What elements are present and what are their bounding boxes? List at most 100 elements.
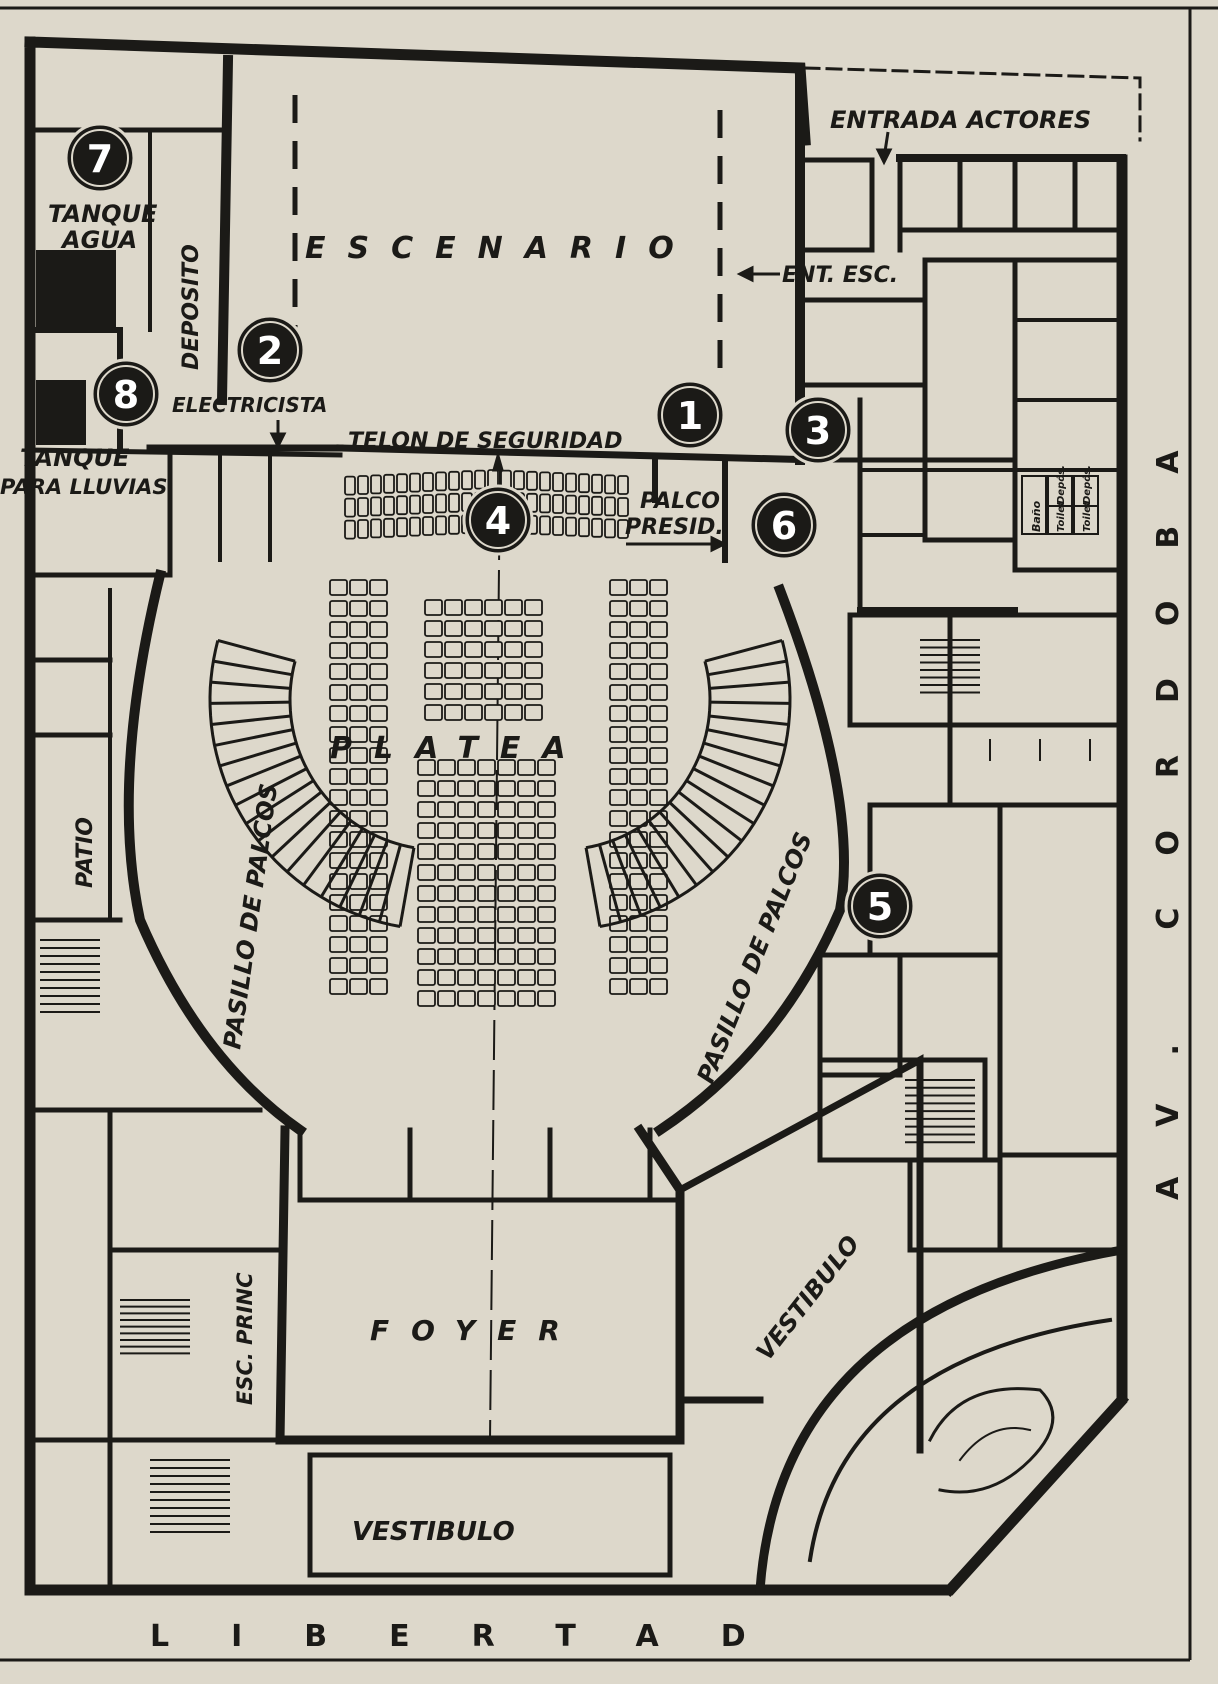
seat-left-block — [369, 789, 388, 806]
seat-center-front — [504, 620, 523, 637]
box-divider-right — [636, 827, 681, 898]
seat-center-front — [524, 662, 543, 679]
seat-right-block — [609, 663, 628, 680]
seat-center-rear — [437, 948, 456, 965]
seat-left-block — [369, 768, 388, 785]
seat-right-block — [649, 768, 668, 785]
seat-center-front — [464, 641, 483, 658]
seat-center-rear — [417, 906, 436, 923]
pit-seat — [461, 470, 473, 491]
seat-right-block — [609, 684, 628, 701]
label-tanque-agua-1: TANQUE — [48, 200, 158, 228]
box-divider-right — [598, 844, 623, 923]
marker-2: 2 — [234, 314, 306, 386]
label-palco-presid-1: PALCO — [640, 489, 720, 514]
foyer-walls — [275, 1123, 685, 1445]
box-divider-right — [685, 779, 755, 825]
seat-center-rear — [517, 969, 536, 986]
seat-center-front — [464, 662, 483, 679]
box-divider-left — [210, 700, 291, 705]
seat-center-rear — [517, 906, 536, 923]
seat-center-rear — [477, 843, 496, 860]
box-divider-left — [302, 819, 353, 887]
pit-seat — [539, 471, 551, 492]
pit-seat — [396, 473, 408, 494]
seat-center-rear — [457, 969, 476, 986]
seat-center-rear — [497, 780, 516, 797]
seat-center-rear — [457, 927, 476, 944]
pit-seat — [396, 495, 408, 516]
marker-4-number: 4 — [485, 499, 511, 543]
pit-seat — [578, 495, 590, 516]
seat-right-block — [649, 684, 668, 701]
seat-center-rear — [437, 843, 456, 860]
seat-center-rear — [517, 759, 536, 776]
pit-seat — [539, 493, 551, 514]
seat-center-front — [424, 620, 443, 637]
box-divider-left — [211, 714, 292, 726]
seat-left-block — [329, 915, 348, 932]
box-divider-left — [226, 754, 302, 788]
seat-center-rear — [517, 948, 536, 965]
pit-seat — [565, 494, 577, 515]
marker-7-number: 7 — [87, 137, 113, 181]
label-vestibulo-inf: VESTIBULO — [352, 1517, 515, 1547]
seat-center-rear — [517, 822, 536, 839]
seat-left-block — [329, 705, 348, 722]
seat-center-front — [484, 641, 503, 658]
seat-center-rear — [417, 969, 436, 986]
seat-left-block — [349, 684, 368, 701]
seat-center-front — [504, 662, 523, 679]
box-divider-right — [624, 834, 662, 908]
pit-seat — [370, 474, 382, 495]
seat-center-front — [424, 641, 443, 658]
corner-inner-curve — [807, 1317, 1113, 1563]
seat-right-block — [649, 915, 668, 932]
seat-center-rear — [417, 948, 436, 965]
seat-center-rear — [497, 948, 516, 965]
seat-center-rear — [417, 801, 436, 818]
seat-center-rear — [537, 906, 556, 923]
label-escenario: ESCENARIO — [305, 231, 696, 266]
tank-block-rain — [36, 380, 86, 445]
pit-seat — [552, 516, 564, 536]
seat-right-block — [649, 663, 668, 680]
seat-left-block — [349, 642, 368, 659]
seat-left-block — [329, 978, 348, 995]
seat-center-rear — [437, 822, 456, 839]
seat-left-block — [369, 957, 388, 974]
seat-right-block — [629, 957, 648, 974]
seat-right-block — [609, 747, 628, 764]
box-divider-left — [219, 741, 297, 768]
box-divider-right — [647, 819, 698, 887]
seat-right-block — [629, 936, 648, 953]
seat-left-block — [369, 642, 388, 659]
seat-left-block — [329, 957, 348, 974]
seat-center-rear — [457, 906, 476, 923]
seat-center-rear — [457, 864, 476, 881]
seat-center-rear — [537, 990, 556, 1007]
seat-center-rear — [437, 990, 456, 1007]
seat-right-block — [609, 579, 628, 596]
seat-center-rear — [457, 948, 476, 965]
seat-center-rear — [477, 927, 496, 944]
pit-seat — [578, 473, 590, 494]
seat-left-block — [329, 621, 348, 638]
seat-center-front — [524, 641, 543, 658]
box-divider-right — [706, 728, 786, 747]
tank-block-water — [36, 250, 116, 330]
box-divider-right — [707, 659, 787, 677]
pit-seat — [435, 471, 447, 492]
box-divider-left — [210, 680, 291, 690]
seat-center-rear — [417, 927, 436, 944]
seat-center-rear — [537, 801, 556, 818]
seat-left-block — [329, 663, 348, 680]
box-divider-right — [709, 680, 790, 690]
box-divider-right — [611, 839, 643, 916]
pit-seat — [552, 472, 564, 492]
label-bano-2: Depós. — [1081, 465, 1093, 504]
seat-center-rear — [417, 843, 436, 860]
seat-center-front — [524, 704, 543, 721]
marker-5: 5 — [844, 870, 916, 942]
